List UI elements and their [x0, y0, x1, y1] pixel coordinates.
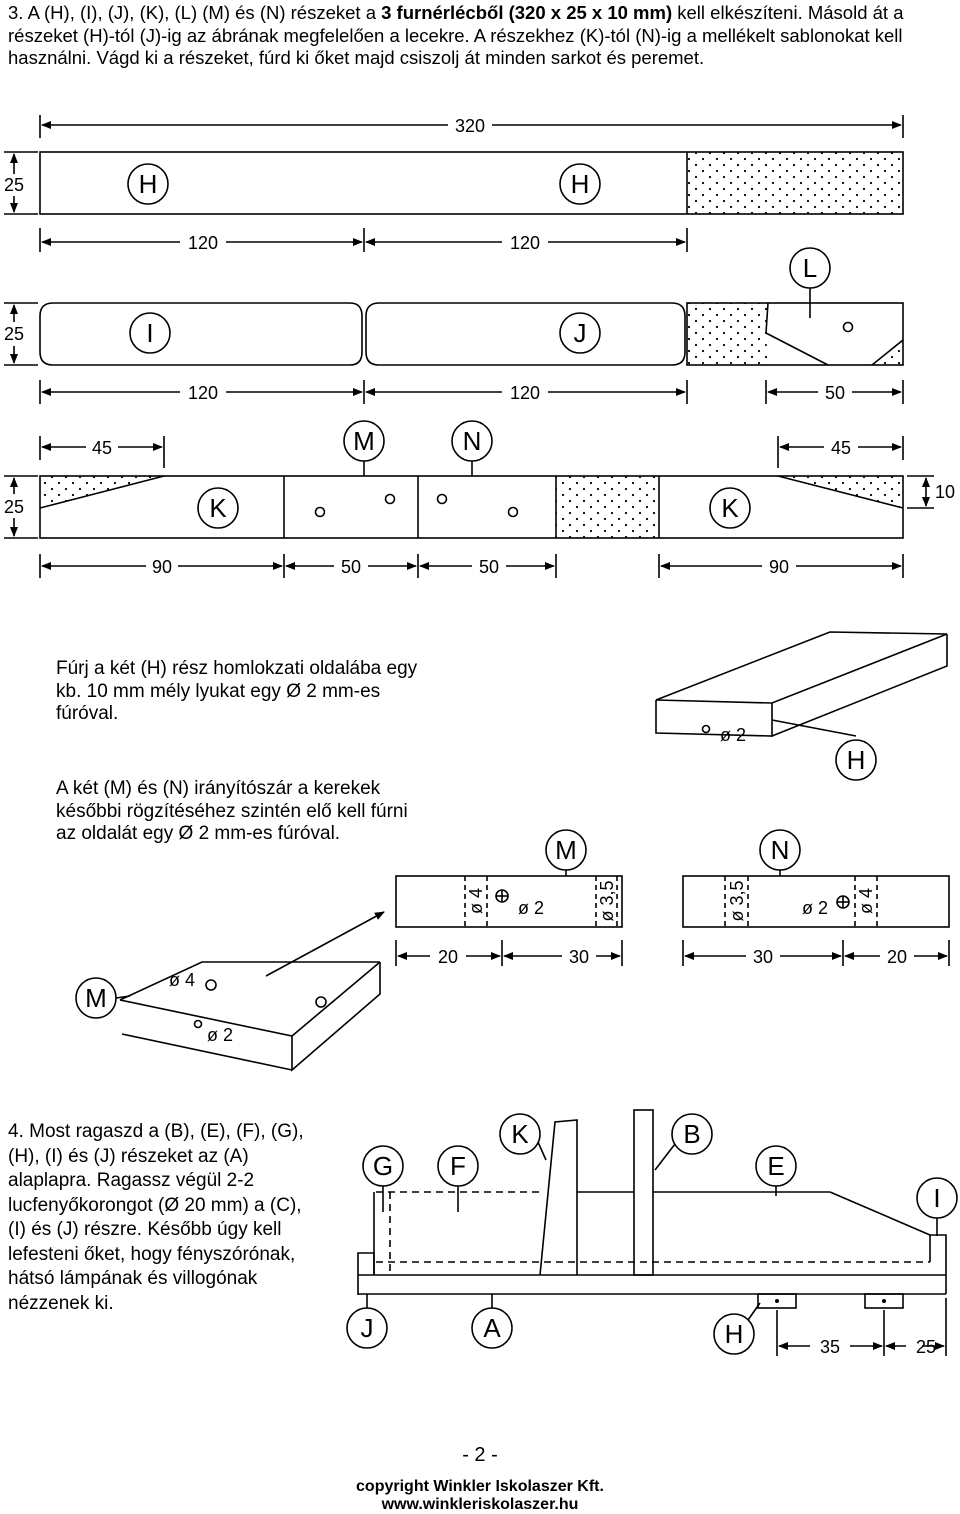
mn-dim-3: 30	[753, 947, 773, 967]
strip3-dim-2: 50	[341, 557, 361, 577]
strip3-top-dim-2: 45	[831, 438, 851, 458]
detail-h-label: H	[847, 745, 866, 775]
copyright: copyright Winkler Iskolaszer Kft.	[356, 1478, 604, 1495]
strip1-dim-1: 120	[188, 233, 218, 253]
strip3-label-m: M	[353, 426, 375, 456]
assembly-label-f: F	[450, 1151, 466, 1181]
m-mark-d2: ø 2	[518, 898, 544, 918]
strip-3	[4, 420, 934, 578]
assembly-dim-35: 35	[820, 1337, 840, 1357]
note-drill-mn: A két (M) és (N) irányítószár a kerekek …	[56, 778, 408, 844]
strip3-height-dim: 25	[4, 497, 24, 517]
detail-h-hole-label: ø 2	[720, 725, 746, 745]
strip2-dim-3: 50	[825, 383, 845, 403]
detail-m-3d	[75, 911, 385, 1072]
detail-m3d-hole-2: ø 2	[207, 1025, 233, 1045]
intro-line2: Másold át a részeket (H)-tól (J)-ig az á…	[8, 2, 904, 68]
detail-m3d-label: M	[85, 983, 107, 1013]
intro-number: 3.	[8, 2, 24, 23]
assembly-label-e: E	[767, 1151, 784, 1181]
detail-m-label: M	[555, 835, 577, 865]
detail-h-3d	[655, 631, 948, 781]
strip3-label-n: N	[463, 426, 482, 456]
assembly-label-i: I	[933, 1183, 940, 1213]
website-url: www.winkleriskolaszer.hu	[381, 1496, 579, 1513]
m-mark-d35: ø 3,5	[597, 880, 617, 921]
strip3-label-k-2: K	[721, 493, 739, 523]
mn-dim-4: 20	[887, 947, 907, 967]
assembly-dim-25: 25	[916, 1337, 936, 1357]
assembly-drawing	[346, 1109, 958, 1356]
strip2-dim-1: 120	[188, 383, 218, 403]
assembly-label-k: K	[511, 1119, 529, 1149]
strip2-label-j: J	[574, 318, 587, 348]
strip1-height-dim: 25	[4, 175, 24, 195]
strip2-dim-2: 120	[510, 383, 540, 403]
strip1-overall-dim: 320	[455, 116, 485, 136]
strip3-thickness-dim: 10	[935, 482, 955, 502]
step-4-text: 4. Most ragaszd a (B), (E), (F), (G), (H…	[8, 1121, 304, 1314]
n-mark-d4: ø 4	[856, 888, 876, 914]
m-mark-d4: ø 4	[466, 888, 486, 914]
note-drill-h: Fúrj a két (H) rész homlokzati oldalába …	[56, 658, 418, 724]
strip3-dim-3: 50	[479, 557, 499, 577]
page-number: - 2 -	[462, 1444, 498, 1466]
strip2-label-i: I	[146, 318, 153, 348]
mn-dim-1: 20	[438, 947, 458, 967]
assembly-label-b: B	[683, 1119, 700, 1149]
strip3-top-dim-1: 45	[92, 438, 112, 458]
detail-mn	[395, 829, 950, 966]
strip2-label-l: L	[803, 253, 817, 283]
strip3-label-k-1: K	[209, 493, 227, 523]
detail-n-label: N	[771, 835, 790, 865]
detail-m3d-hole-4: ø 4	[169, 970, 195, 990]
strip1-label-h-2: H	[571, 169, 590, 199]
assembly-label-g: G	[373, 1151, 393, 1181]
intro-bold: 3 furnérlécből (320 x 25 x 10 mm)	[381, 2, 673, 23]
strip2-height-dim: 25	[4, 324, 24, 344]
strip1-dim-2: 120	[510, 233, 540, 253]
strip3-dim-4: 90	[769, 557, 789, 577]
n-mark-d35: ø 3,5	[727, 880, 747, 921]
strip3-dim-1: 90	[152, 557, 172, 577]
intro-part2: kell elkészíteni.	[672, 2, 803, 23]
mn-dim-2: 30	[569, 947, 589, 967]
assembly-label-a: A	[483, 1313, 501, 1343]
strip-2	[4, 247, 904, 404]
intro-part1: A (H), (I), (J), (K), (L) (M) és (N) rés…	[27, 2, 382, 23]
assembly-label-j: J	[361, 1313, 374, 1343]
intro-text: 3. A (H), (I), (J), (K), (L) (M) és (N) …	[8, 2, 953, 70]
strip-1	[4, 115, 904, 252]
strip1-label-h-1: H	[139, 169, 158, 199]
n-mark-d2: ø 2	[802, 898, 828, 918]
assembly-label-h: H	[725, 1319, 744, 1349]
